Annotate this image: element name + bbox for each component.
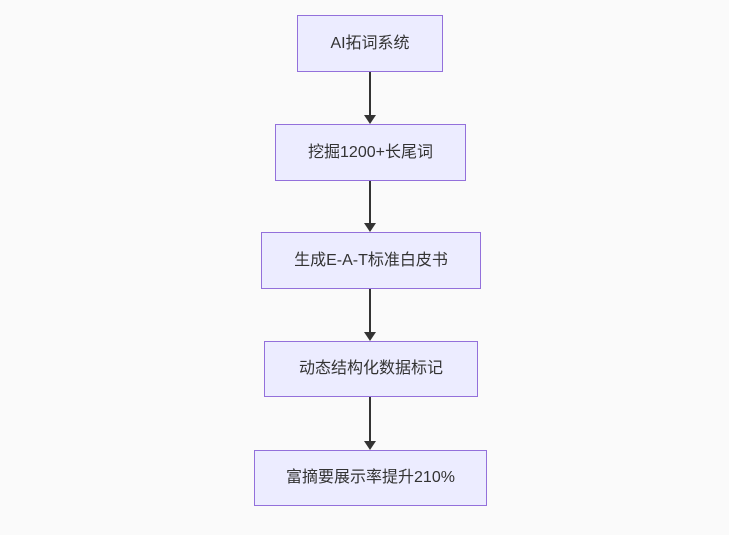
- node-label: 挖掘1200+长尾词: [308, 143, 433, 161]
- edge-line: [369, 72, 371, 115]
- arrowhead-down-icon: [364, 332, 376, 341]
- edge-line: [369, 181, 371, 223]
- flowchart-node-ai-word-expansion: AI拓词系统: [297, 15, 443, 72]
- node-label: 动态结构化数据标记: [298, 360, 443, 378]
- flowchart-node-rich-snippet-result: 富摘要展示率提升210%: [254, 450, 487, 506]
- edge-line: [369, 289, 371, 332]
- node-label: 富摘要展示率提升210%: [286, 469, 455, 487]
- arrowhead-down-icon: [364, 441, 376, 450]
- node-label: 生成E-A-T标准白皮书: [294, 251, 448, 269]
- flowchart-edge-3: [363, 289, 377, 341]
- flowchart-node-longtail-mining: 挖掘1200+长尾词: [275, 124, 466, 181]
- flowchart-node-structured-data: 动态结构化数据标记: [264, 341, 478, 397]
- node-label: AI拓词系统: [330, 34, 410, 52]
- edge-line: [369, 397, 371, 441]
- flowchart-node-eat-whitepaper: 生成E-A-T标准白皮书: [261, 232, 481, 289]
- arrowhead-down-icon: [364, 115, 376, 124]
- arrowhead-down-icon: [364, 223, 376, 232]
- flowchart-edge-1: [363, 72, 377, 124]
- flowchart-edge-2: [363, 181, 377, 232]
- flowchart-edge-4: [363, 397, 377, 450]
